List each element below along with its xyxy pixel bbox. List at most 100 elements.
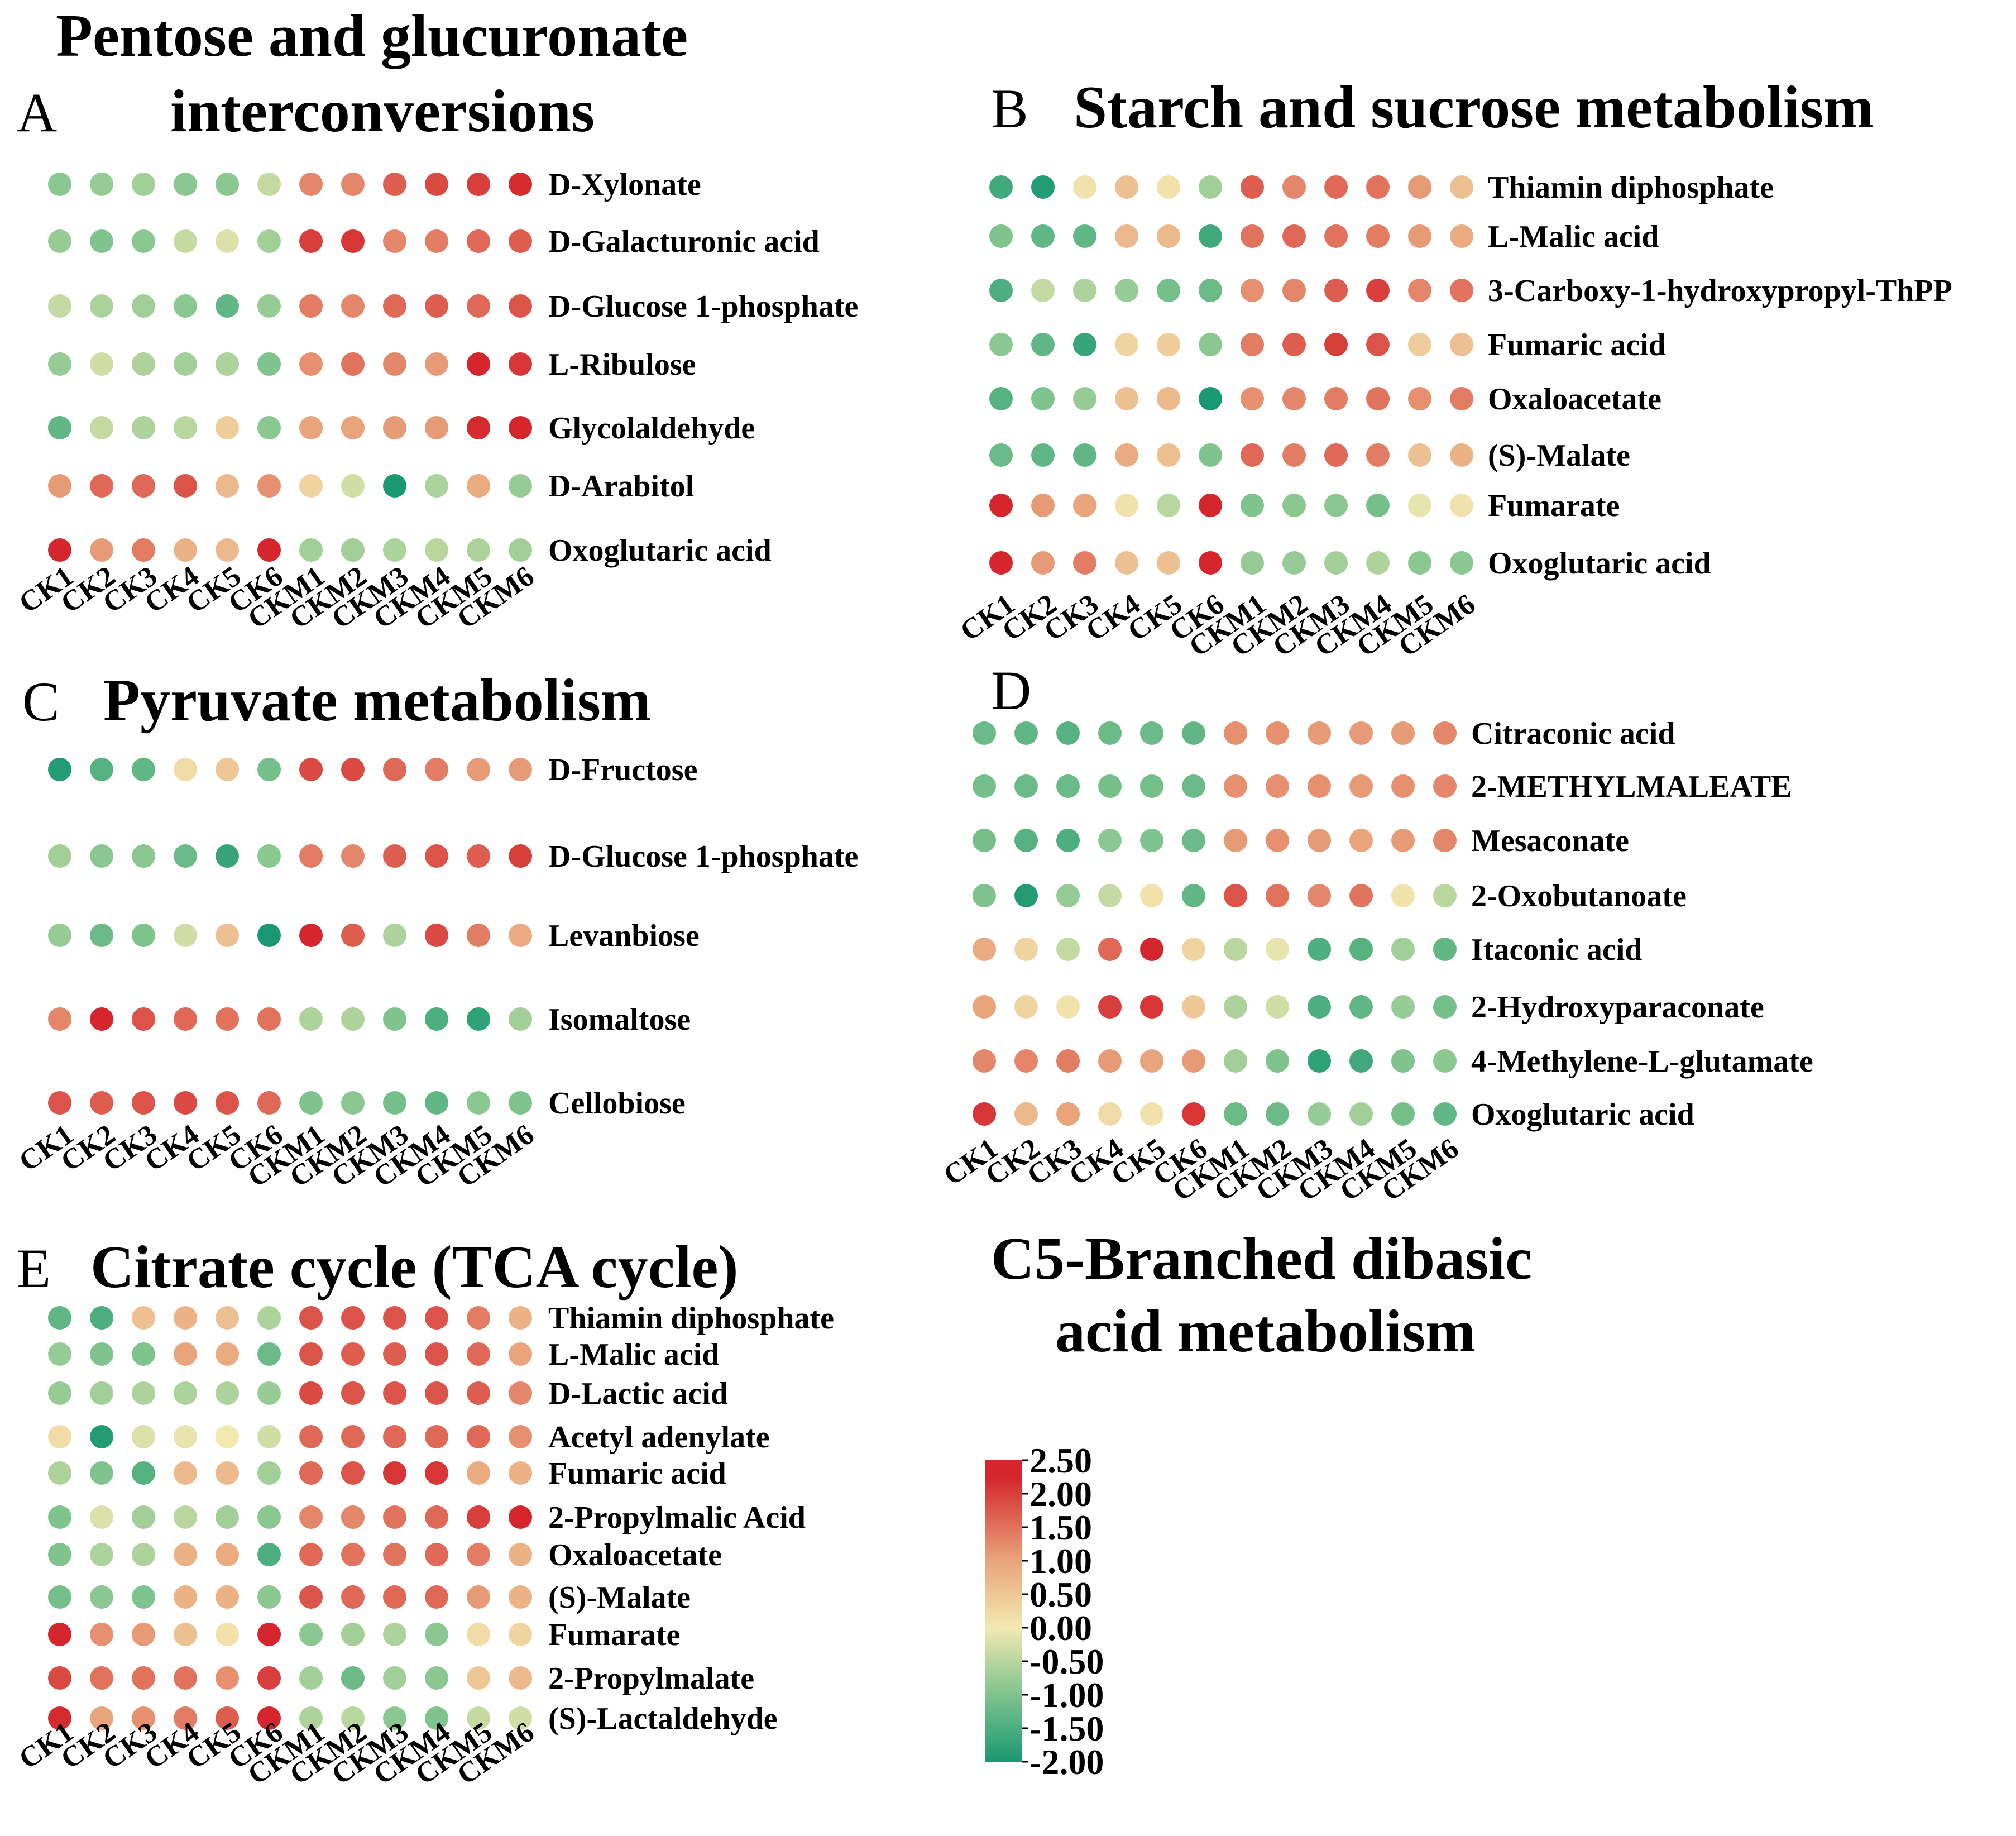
heatmap-dot	[216, 1505, 239, 1529]
heatmap-dot	[299, 1585, 323, 1609]
row-label: D-Glucose 1-phosphate	[548, 839, 858, 874]
heatmap-dot	[1031, 224, 1055, 248]
heatmap-dot	[174, 294, 197, 318]
heatmap-dot	[257, 1425, 281, 1448]
heatmap-dot	[425, 352, 448, 376]
heatmap-dot	[383, 294, 406, 318]
heatmap-dot	[1241, 224, 1264, 248]
heatmap-dot	[132, 1007, 155, 1031]
heatmap-dot	[509, 474, 532, 498]
heatmap-dot	[216, 1007, 239, 1031]
heatmap-dot	[1324, 224, 1348, 248]
row-label: (S)-Lactaldehyde	[548, 1701, 778, 1736]
heatmap-dot	[257, 924, 281, 947]
heatmap-dot	[383, 538, 406, 562]
heatmap-dot	[1031, 175, 1055, 199]
heatmap-dot	[48, 1425, 71, 1448]
heatmap-dot	[1014, 829, 1038, 852]
heatmap-row: Oxaloacetate	[48, 1538, 722, 1572]
heatmap-dot	[383, 1623, 406, 1646]
heatmap-dot	[1391, 829, 1415, 852]
heatmap-dot	[1056, 829, 1080, 852]
heatmap-dot	[1056, 884, 1080, 907]
heatmap-dot	[1391, 1102, 1415, 1126]
heatmap-row: L-Ribulose	[48, 347, 696, 382]
heatmap-dot	[1115, 443, 1138, 467]
heatmap-dot	[467, 230, 490, 253]
heatmap-dot	[174, 230, 197, 253]
heatmap-dot	[216, 230, 239, 253]
heatmap-dot	[90, 352, 113, 376]
heatmap-dot	[299, 1623, 323, 1646]
heatmap-dot	[383, 230, 406, 253]
heatmap-dot	[341, 538, 365, 562]
heatmap-dot	[1433, 995, 1457, 1019]
heatmap-dot	[1366, 175, 1390, 199]
heatmap-dot	[174, 1505, 197, 1529]
heatmap-dot	[90, 758, 113, 781]
heatmap-dot	[467, 416, 490, 439]
heatmap-dot	[1224, 1102, 1247, 1126]
heatmap-dot	[257, 173, 281, 196]
heatmap-dot	[509, 1666, 532, 1690]
heatmap-dot	[90, 1461, 113, 1485]
heatmap-row: Isomaltose	[48, 1002, 691, 1037]
heatmap-dot	[1349, 774, 1373, 798]
panel-letter: C	[22, 671, 60, 733]
heatmap-dot	[1014, 774, 1038, 798]
row-label: Cellobiose	[548, 1086, 686, 1121]
row-label: 2-Hydroxyparaconate	[1471, 990, 1764, 1025]
heatmap-dot	[383, 352, 406, 376]
heatmap-dot	[1282, 279, 1306, 302]
heatmap-dot	[425, 1543, 448, 1566]
heatmap-dot	[216, 173, 239, 196]
heatmap-dot	[174, 758, 197, 781]
heatmap-dot	[48, 1007, 71, 1031]
heatmap-dot	[132, 1543, 155, 1566]
heatmap-dot	[1266, 1102, 1289, 1126]
heatmap-dot	[48, 1623, 71, 1646]
heatmap-dot	[509, 1306, 532, 1330]
heatmap-dot	[1391, 884, 1415, 907]
heatmap-dot	[1182, 1049, 1205, 1073]
heatmap-dot	[174, 1091, 197, 1115]
heatmap-dot	[174, 474, 197, 498]
heatmap-dot	[299, 230, 323, 253]
heatmap-dot	[989, 443, 1013, 467]
heatmap-dot	[1324, 443, 1348, 467]
heatmap-dot	[425, 474, 448, 498]
heatmap-dot	[299, 538, 323, 562]
heatmap-dot	[1349, 884, 1373, 907]
heatmap-dot	[90, 416, 113, 439]
color-scale-tick-label: -0.50	[1029, 1642, 1104, 1681]
heatmap-dot	[467, 1666, 490, 1690]
heatmap-dot	[299, 1007, 323, 1031]
heatmap-dot	[467, 1007, 490, 1031]
heatmap-dot	[973, 884, 996, 907]
heatmap-dot	[1408, 551, 1431, 575]
heatmap-dot	[383, 1342, 406, 1366]
heatmap-row: Oxaloacetate	[989, 382, 1661, 417]
heatmap-dot	[1408, 387, 1431, 410]
heatmap-dot	[973, 774, 996, 798]
heatmap-dot	[174, 1381, 197, 1405]
heatmap-dot	[1199, 279, 1222, 302]
color-scale-tick-label: 0.00	[1029, 1608, 1092, 1648]
heatmap-row: Citraconic acid	[973, 716, 1675, 751]
heatmap-dot	[1391, 721, 1415, 745]
heatmap-dot	[132, 844, 155, 868]
heatmap-dot	[425, 1342, 448, 1366]
heatmap-dot	[1098, 1102, 1122, 1126]
panel-title: Starch and sucrose metabolism	[1074, 74, 1874, 141]
heatmap-dot	[1157, 175, 1180, 199]
heatmap-dot	[48, 1342, 71, 1366]
heatmap-dot	[132, 1505, 155, 1529]
heatmap-dot	[1450, 333, 1473, 356]
heatmap-dot	[132, 1585, 155, 1609]
heatmap-dot	[509, 1381, 532, 1405]
heatmap-row: 2-Propylmalic Acid	[48, 1500, 806, 1535]
heatmap-dot	[1308, 1102, 1331, 1126]
heatmap-dot	[1450, 175, 1473, 199]
heatmap-dot	[1182, 721, 1205, 745]
heatmap-dot	[341, 924, 365, 947]
